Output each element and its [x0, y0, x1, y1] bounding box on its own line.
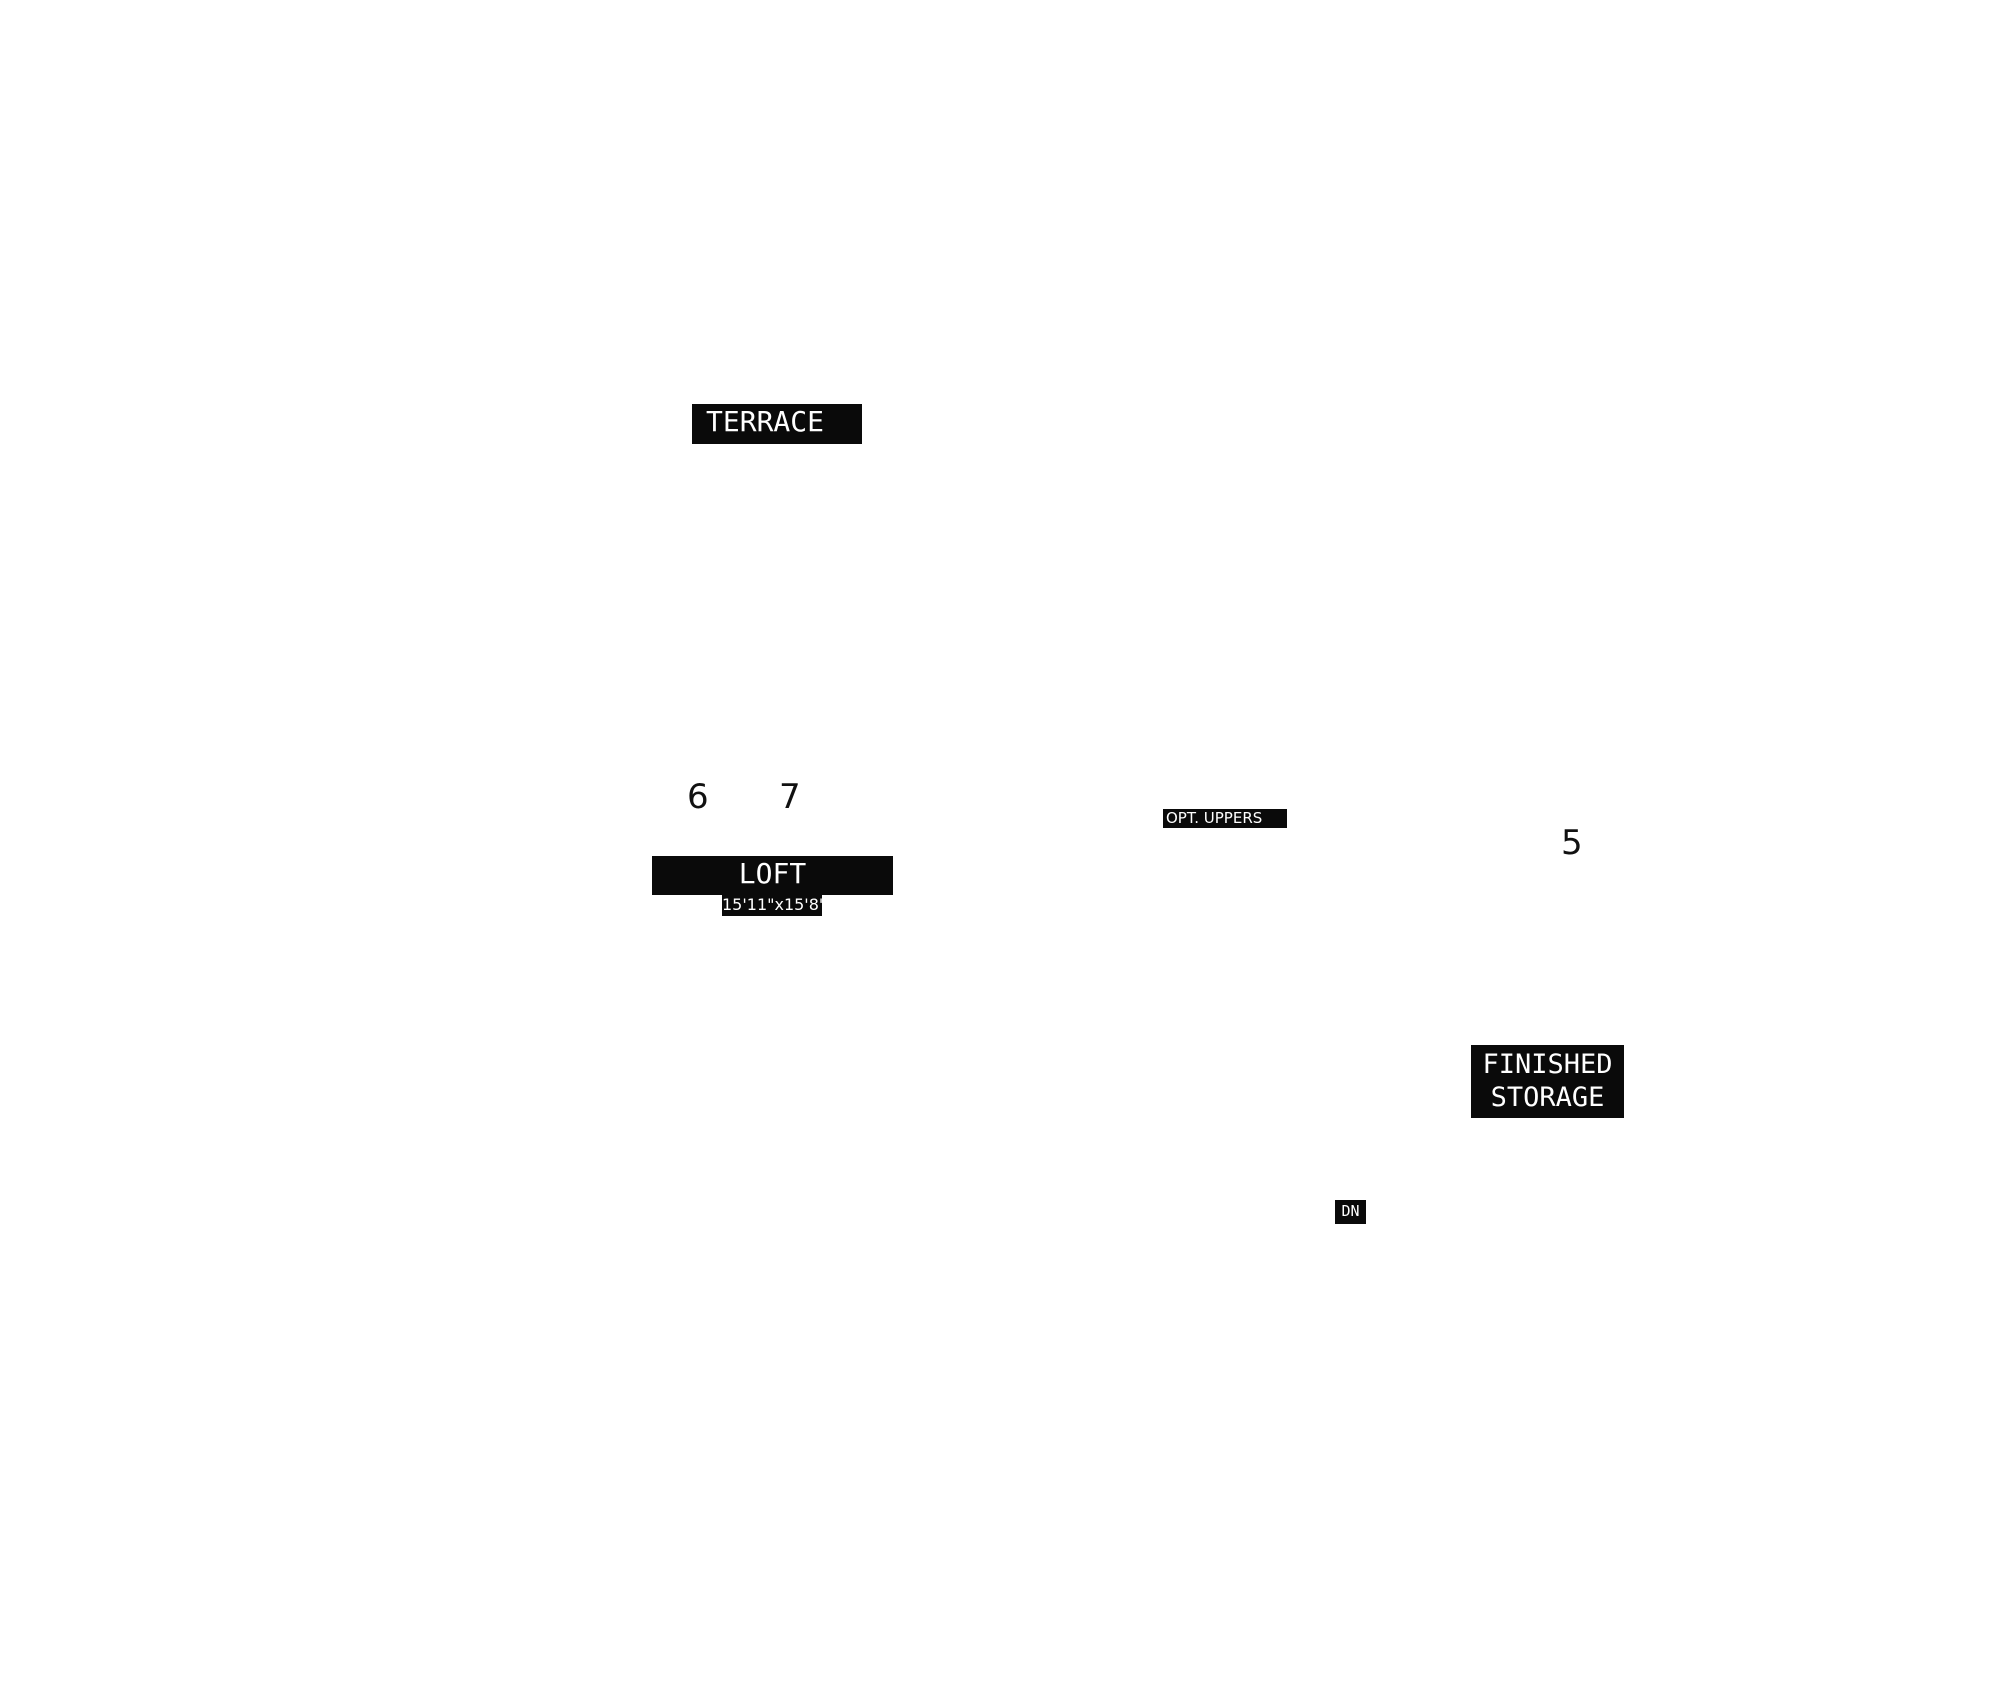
room-label-terrace: TERRACE	[692, 404, 862, 444]
callout-number-6: 6	[687, 777, 709, 817]
note-label-opt-uppers: OPT. UPPERS	[1163, 809, 1287, 828]
stairs-down-label: DN	[1335, 1200, 1366, 1224]
callout-number-5: 5	[1561, 823, 1583, 863]
finished-storage-line-2: STORAGE	[1490, 1082, 1605, 1113]
room-dimensions-loft: 15'11"x15'8"	[722, 894, 827, 916]
callout-number-7: 7	[779, 777, 801, 817]
room-label-finished-storage: FINISHED STORAGE	[1471, 1045, 1624, 1118]
finished-storage-line-1: FINISHED	[1482, 1049, 1613, 1080]
room-label-loft: LOFT	[652, 856, 893, 895]
